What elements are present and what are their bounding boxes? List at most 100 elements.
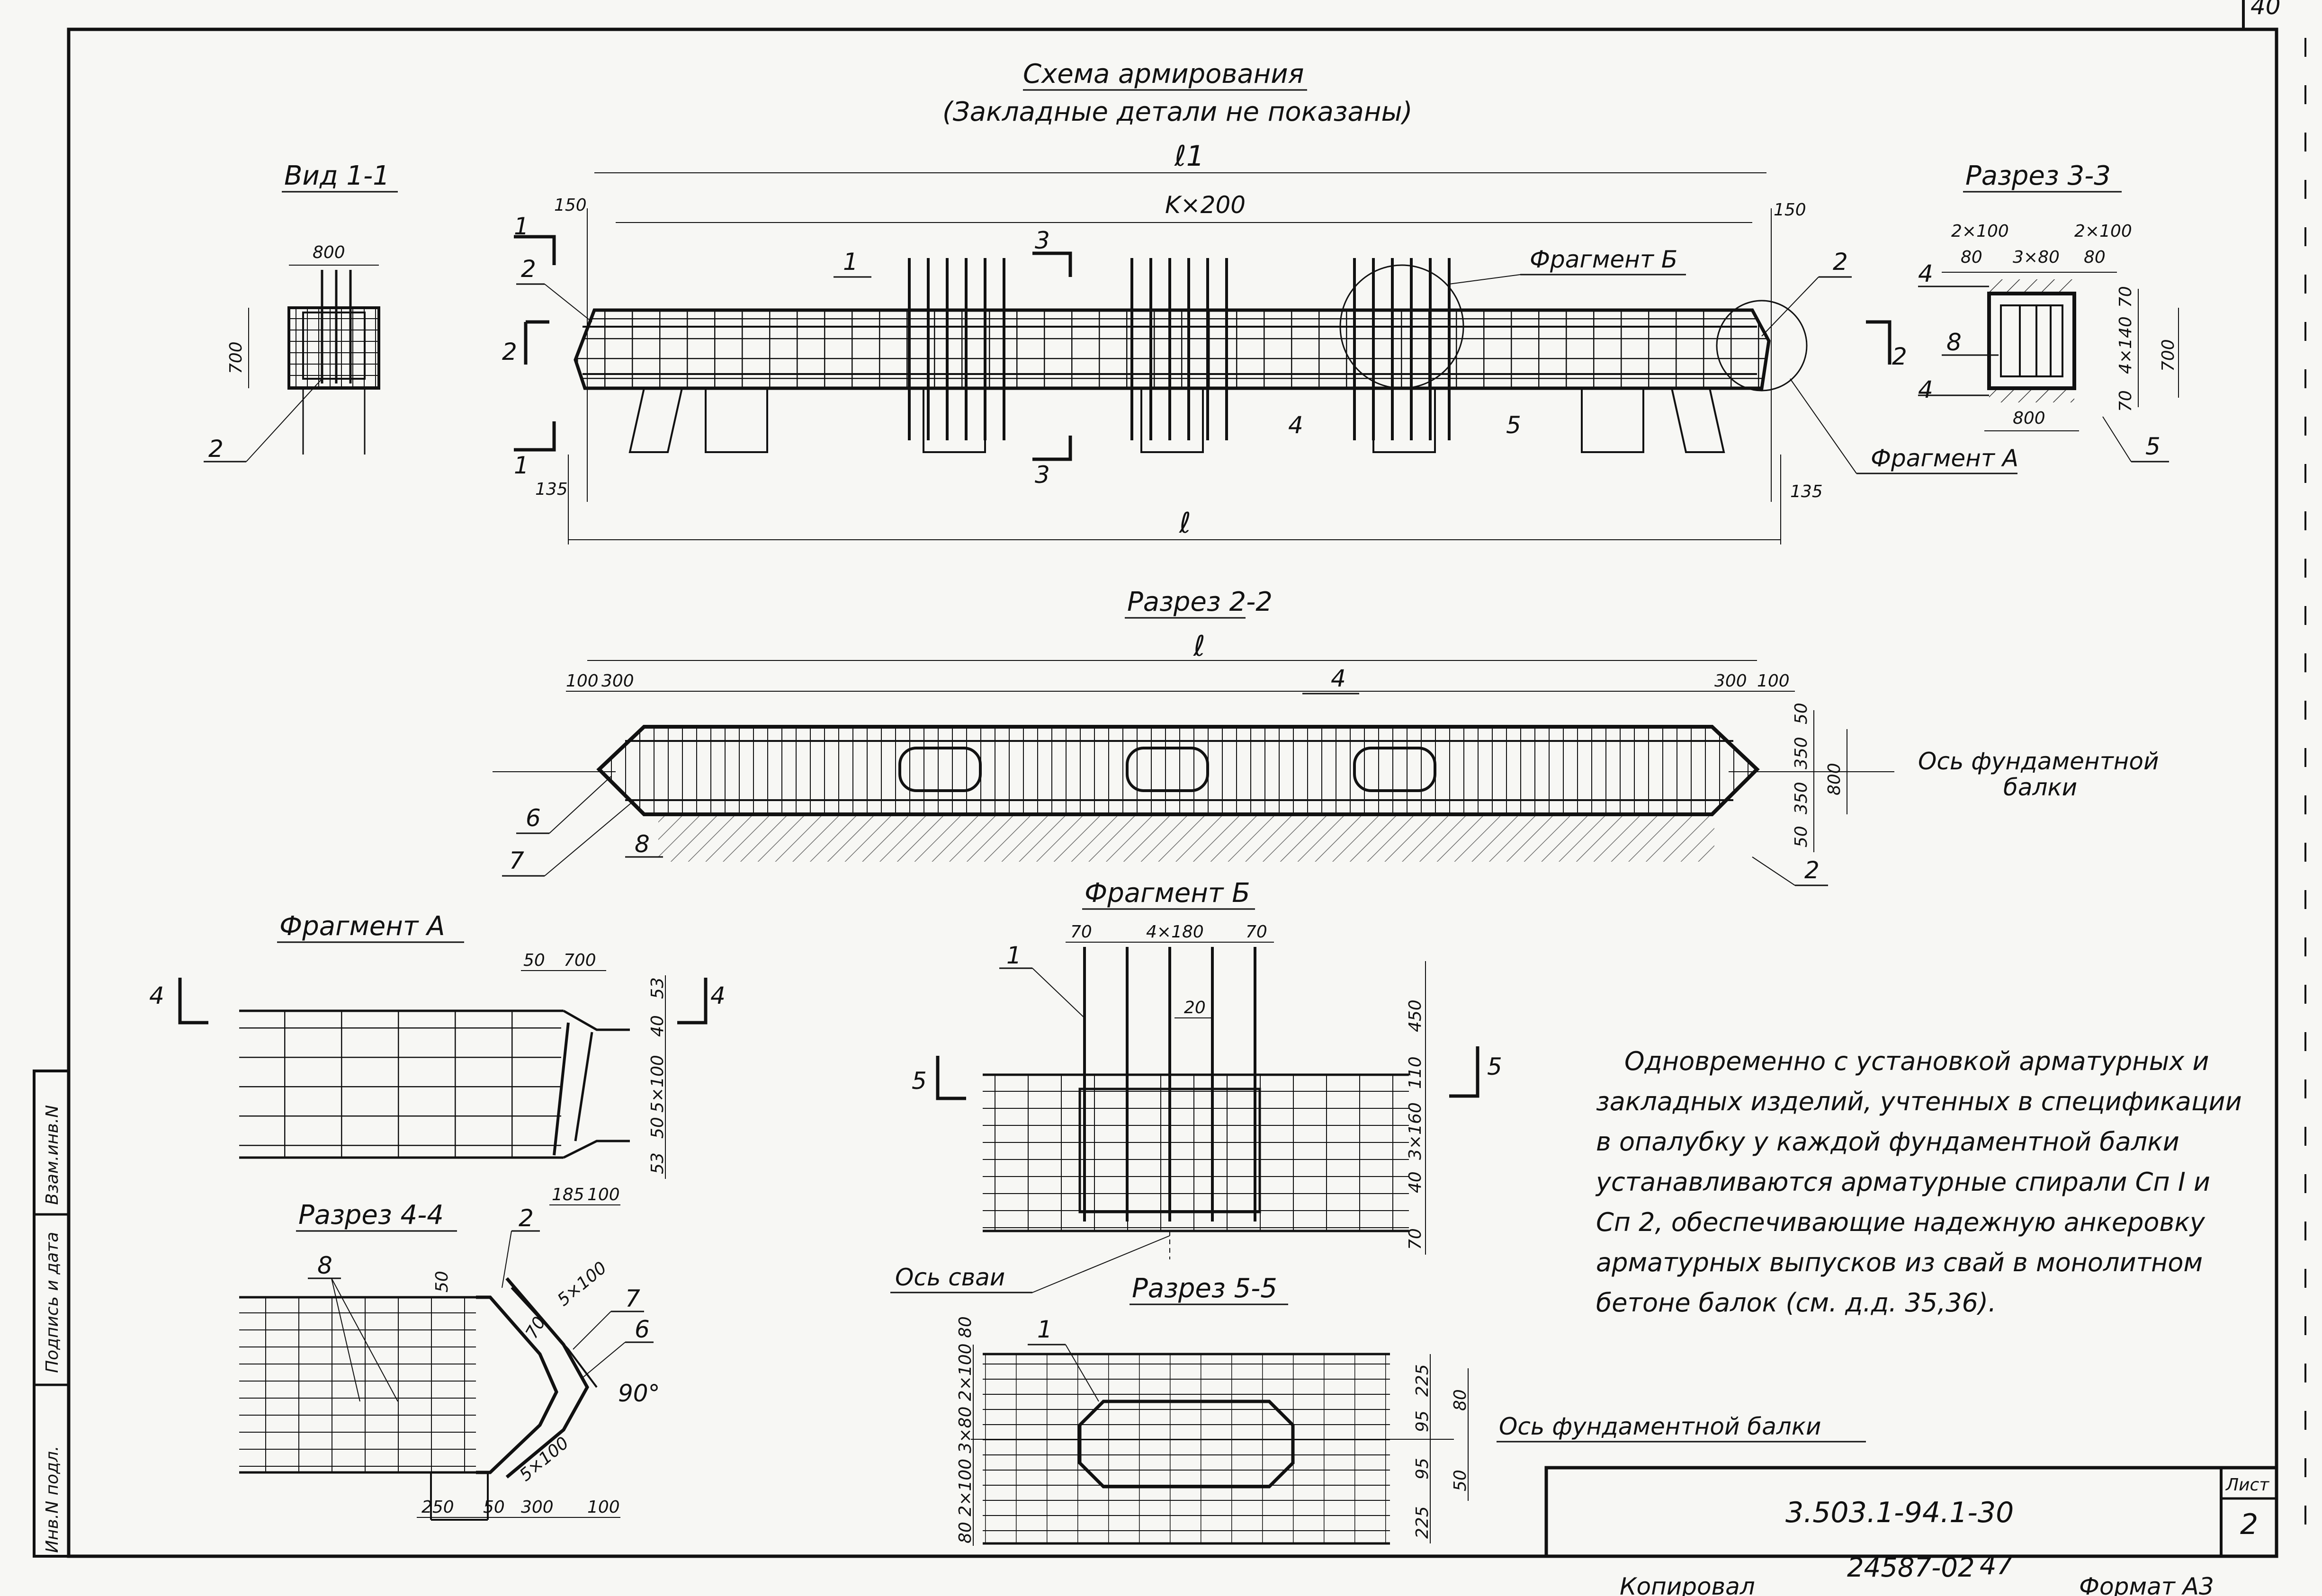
- view-1-1: Вид 1-1 800 700 2: [204, 160, 398, 463]
- main-plan: ℓ1 K×200 150 150: [502, 140, 2018, 544]
- fragB-d20: 20: [1184, 998, 1206, 1017]
- stamp-inv-podl: Инв.N подл.: [43, 1446, 62, 1553]
- scheme-title: Схема армирования: [1023, 59, 1304, 89]
- sec33-d80-left: 80: [1961, 248, 1982, 267]
- fragA-d100: 100: [587, 1185, 620, 1204]
- plan-callout-5: 5: [1506, 411, 1521, 439]
- note-line-6: арматурных выпусков из свай в монолитном: [1596, 1248, 2203, 1277]
- fragA-sec-4-left: 4: [149, 982, 164, 1009]
- sheet-frame: [67, 0, 2306, 1558]
- fragB-d70-right: 70: [1246, 922, 1267, 942]
- sec55-d95-top: 95: [1413, 1410, 1432, 1432]
- plan-callout-4: 4: [1288, 411, 1303, 439]
- sec55-d80: 80: [1451, 1389, 1470, 1411]
- fragA-d700: 700: [564, 951, 596, 970]
- plan-sec-2: 2: [502, 338, 517, 366]
- sec44-callout-7: 7: [625, 1285, 640, 1312]
- fragB-d3x160: 3×160: [1406, 1102, 1425, 1160]
- fragB-d70-bottom: 70: [1406, 1228, 1425, 1250]
- sec22-d300-right: 300: [1714, 671, 1747, 691]
- fragB-d70-left: 70: [1070, 922, 1092, 942]
- fragB-sec-5-left: 5: [912, 1067, 927, 1095]
- fragment-b: Фрагмент Б 70 4×180 70 20 450 110 3×160 …: [890, 878, 1502, 1293]
- title-sheet-number: 2: [2240, 1508, 2258, 1541]
- fragA-d50: 50: [523, 951, 545, 970]
- sec22-d100-right: 100: [1757, 671, 1790, 691]
- fragA-d53-top: 53: [648, 977, 667, 999]
- fragB-sec-5-right: 5: [1487, 1053, 1502, 1080]
- fragment-a: Фрагмент А 50 700 53 40 5×100 50 53 185 …: [149, 911, 726, 1205]
- sec55-d225-top: 225: [1413, 1364, 1432, 1397]
- view-1-1-title: Вид 1-1: [284, 160, 390, 191]
- sec22-d100-left: 100: [566, 671, 599, 691]
- footer: Копировал 24587-02 47 Формат А3: [1620, 1550, 2214, 1596]
- sec55-title: Разрез 5-5: [1132, 1273, 1277, 1304]
- fragA-d50-side: 50: [648, 1117, 667, 1139]
- fragB-pile-axis: Ось сваи: [895, 1264, 1005, 1291]
- plan-d150-right: 150: [1774, 200, 1806, 220]
- scheme-subtitle: (Закладные детали не показаны): [942, 97, 1413, 127]
- sec33-callout-4-top: 4: [1918, 260, 1933, 287]
- side-stamp: Инв.N подл. Подпись и дата Взам.инв.N: [33, 1070, 70, 1558]
- stamp-vzam-inv: Взам.инв.N: [43, 1105, 62, 1205]
- fragA-title: Фрагмент А: [279, 911, 445, 942]
- sec55-callout-1: 1: [1037, 1316, 1052, 1343]
- note-line-4: устанавливаются арматурные спирали Сп I …: [1595, 1167, 2210, 1197]
- view-1-1-dim-width: 800: [313, 243, 345, 262]
- title-document-code: 3.503.1-94.1-30: [1785, 1496, 2014, 1529]
- section-5-5: Разрез 5-5 1 80 2×100 3×80 2×100 80 225 …: [956, 1273, 1866, 1546]
- sec22-d350-bottom: 350: [1792, 782, 1811, 814]
- plan-fragment-b: Фрагмент Б: [1530, 246, 1677, 273]
- sec33-sec-2: 2: [1892, 343, 1907, 370]
- fragB-title: Фрагмент Б: [1085, 878, 1250, 909]
- sec55-mesh: [983, 1354, 1390, 1543]
- sec33-callout-4-bottom: 4: [1918, 376, 1933, 403]
- sec44-d50: 50: [432, 1271, 452, 1293]
- section-3-3: Разрез 3-3 2×100 2×100 80 3×80 80 70 4×1…: [1866, 160, 2179, 463]
- view-1-1-callout: 2: [208, 435, 224, 463]
- fragB-d40: 40: [1406, 1171, 1425, 1193]
- fragA-d5x100: 5×100: [648, 1055, 667, 1113]
- plan-sec-3-top: 3: [1035, 227, 1050, 254]
- note-line-1: Одновременно с установкой арматурных и: [1624, 1046, 2209, 1076]
- plan-l1: ℓ1: [1174, 140, 1204, 173]
- stamp-podpis-data: Подпись и дата: [43, 1232, 62, 1373]
- sec22-axis-label-1: Ось фундаментной: [1918, 748, 2159, 775]
- sec33-d70-top: 70: [2116, 286, 2135, 308]
- sec22-d350-top: 350: [1792, 737, 1811, 769]
- note-line-7: бетоне балок (см. д.д. 35,36).: [1596, 1288, 1996, 1318]
- sec33-d700: 700: [2159, 339, 2178, 372]
- fragA-d53-bottom: 53: [648, 1152, 667, 1174]
- sec22-d50-bottom: 50: [1792, 826, 1811, 847]
- fragB-mesh: [983, 1075, 1409, 1231]
- footer-format: Формат А3: [2079, 1573, 2214, 1596]
- sec44-d300: 300: [521, 1498, 554, 1517]
- plan-d135-right: 135: [1790, 482, 1823, 501]
- sec44-d50-bottom: 50: [483, 1498, 505, 1517]
- sec33-d4x140: 4×140: [2116, 316, 2135, 374]
- sec44-d100: 100: [587, 1498, 620, 1517]
- sec22-d50-top: 50: [1792, 703, 1811, 724]
- sec55-d95-bottom: 95: [1413, 1458, 1432, 1480]
- fragA-sec-4-right: 4: [710, 982, 726, 1009]
- fragB-callout-1: 1: [1006, 942, 1022, 969]
- plan-d135-left: 135: [535, 480, 568, 499]
- sec22-callout-4: 4: [1331, 665, 1346, 692]
- fragment-b-circle: [1339, 264, 1464, 389]
- sec22-callout-8: 8: [635, 830, 650, 858]
- sec33-d80-right: 80: [2084, 248, 2106, 267]
- sec22-callout-2: 2: [1804, 856, 1820, 884]
- note-line-2: закладных изделий, учтенных в спецификац…: [1596, 1087, 2242, 1116]
- sec22-beam: [596, 725, 1760, 816]
- footer-order-number: 24587-02: [1847, 1552, 1975, 1583]
- plan-callout-1: 1: [843, 248, 858, 276]
- plan-d150-left: 150: [554, 196, 587, 215]
- sec55-axis-label: Ось фундаментной балки: [1499, 1413, 1821, 1440]
- fragA-mesh: [239, 1011, 561, 1158]
- sec33-box: [1987, 292, 2076, 390]
- sec33-callout-5: 5: [2145, 433, 2161, 460]
- title-sheet-label: Лист: [2225, 1475, 2269, 1495]
- note-line-3: в опалубку у каждой фундаментной балки: [1596, 1127, 2179, 1157]
- sec44-callout-6: 6: [635, 1316, 650, 1343]
